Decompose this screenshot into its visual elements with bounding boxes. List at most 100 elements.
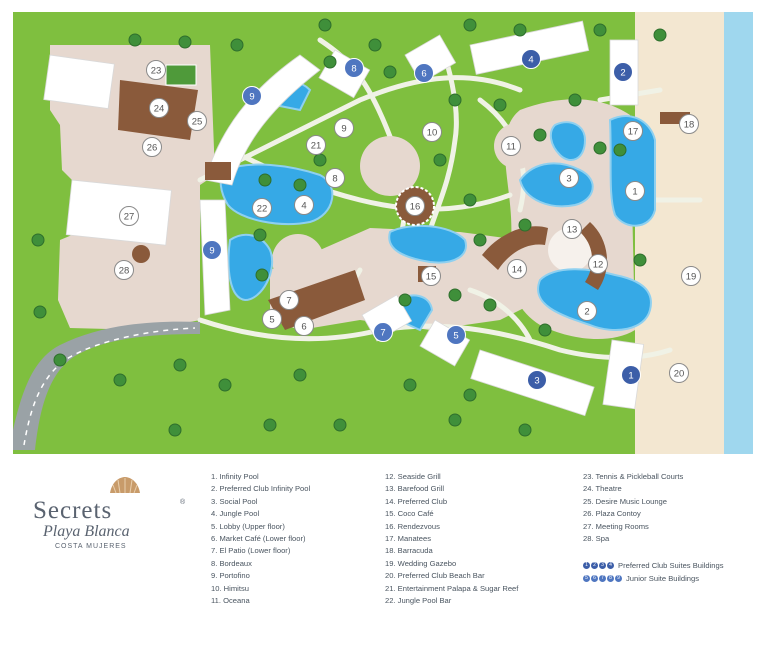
- venue-marker-22[interactable]: 22: [252, 198, 272, 218]
- venue-marker-19[interactable]: 19: [681, 266, 701, 286]
- venue-marker-5[interactable]: 5: [262, 309, 282, 329]
- legend-item: 24. Theatre: [583, 484, 622, 494]
- venue-marker-10[interactable]: 10: [422, 122, 442, 142]
- preferred-building-marker-3[interactable]: 3: [527, 370, 547, 390]
- venue-marker-number: 27: [124, 212, 135, 223]
- junior-key-label: Junior Suite Buildings: [626, 574, 700, 583]
- venue-marker-number: 6: [301, 322, 306, 333]
- junior-building-marker-circle: [242, 86, 262, 106]
- venue-marker-11[interactable]: 11: [501, 136, 521, 156]
- venue-marker-number: 24: [154, 104, 165, 115]
- venue-marker-circle: [306, 135, 326, 155]
- legend-item: 2. Preferred Club Infinity Pool: [211, 484, 311, 494]
- key-dot: 2: [591, 562, 598, 569]
- venue-marker-number: 23: [151, 66, 162, 77]
- venue-marker-20[interactable]: 20: [669, 363, 689, 383]
- venue-marker-3[interactable]: 3: [559, 168, 579, 188]
- preferred-key-label: Preferred Club Suites Buildings: [618, 561, 724, 570]
- venue-marker-circle: [294, 195, 314, 215]
- venue-marker-circle: [577, 301, 597, 321]
- venue-marker-23[interactable]: 23: [146, 60, 166, 80]
- venue-marker-15[interactable]: 15: [421, 266, 441, 286]
- venue-marker-4[interactable]: 4: [294, 195, 314, 215]
- legend-item: 17. Manatees: [385, 534, 432, 544]
- legend-item: 19. Wedding Gazebo: [385, 558, 457, 568]
- key-dot: 7: [599, 575, 606, 582]
- palm-tree-icon: [258, 173, 272, 187]
- preferred-building-marker-1[interactable]: 1: [621, 365, 641, 385]
- junior-building-marker-9[interactable]: 9: [242, 86, 262, 106]
- venue-marker-circle: [501, 136, 521, 156]
- palm-tree-icon: [538, 323, 552, 337]
- junior-building-marker-8[interactable]: 8: [344, 58, 364, 78]
- venue-marker-8[interactable]: 8: [325, 168, 345, 188]
- preferred-building-marker-circle: [613, 62, 633, 82]
- venue-marker-24[interactable]: 24: [149, 98, 169, 118]
- key-dot: 5: [583, 575, 590, 582]
- legend-item: 14. Preferred Club: [385, 496, 448, 506]
- junior-building-markers[interactable]: 5 6 7 8 9 9: [202, 58, 466, 345]
- preferred-building-marker-4[interactable]: 4: [521, 49, 541, 69]
- junior-building-marker-6[interactable]: 6: [414, 63, 434, 83]
- preferred-building-marker-circle: [527, 370, 547, 390]
- venue-marker-26[interactable]: 26: [142, 137, 162, 157]
- venue-marker-2[interactable]: 2: [577, 301, 597, 321]
- venue-marker-circle: [562, 219, 582, 239]
- venue-marker-17[interactable]: 17: [623, 121, 643, 141]
- junior-building-marker-7[interactable]: 7: [373, 322, 393, 342]
- tennis-court: [165, 64, 197, 86]
- palm-tree-icon: [218, 378, 232, 392]
- venue-marker-circle: [405, 196, 425, 216]
- junior-building-marker-number: 9: [249, 92, 254, 103]
- palm-tree-icon: [113, 373, 127, 387]
- venue-marker-9[interactable]: 9: [334, 118, 354, 138]
- venue-marker-number: 14: [512, 265, 523, 276]
- key-dot: 3: [599, 562, 606, 569]
- venue-marker-circle: [262, 309, 282, 329]
- venue-marker-18[interactable]: 18: [679, 114, 699, 134]
- venue-marker-14[interactable]: 14: [507, 259, 527, 279]
- venue-marker-number: 12: [593, 260, 604, 271]
- junior-building-marker-9[interactable]: 9: [202, 240, 222, 260]
- legend-item: 27. Meeting Rooms: [583, 521, 649, 531]
- legend-item: 13. Barefood Grill: [385, 484, 445, 494]
- venue-marker-number: 2: [584, 307, 589, 318]
- venue-marker-circle: [334, 118, 354, 138]
- palm-tree-icon: [518, 218, 532, 232]
- palm-tree-icon: [293, 178, 307, 192]
- venue-marker-circle: [279, 290, 299, 310]
- venue-marker-number: 19: [686, 272, 697, 283]
- venue-marker-27[interactable]: 27: [119, 206, 139, 226]
- preferred-building-marker-2[interactable]: 2: [613, 62, 633, 82]
- palm-tree-icon: [593, 141, 607, 155]
- venue-marker-7[interactable]: 7: [279, 290, 299, 310]
- venue-marker-28[interactable]: 28: [114, 260, 134, 280]
- venue-marker-circle: [325, 168, 345, 188]
- venue-marker-circle: [119, 206, 139, 226]
- legend-item: 8. Bordeaux: [211, 558, 252, 568]
- junior-building-marker-circle: [344, 58, 364, 78]
- venue-marker-12[interactable]: 12: [588, 254, 608, 274]
- palm-tree-icon: [613, 143, 627, 157]
- venue-marker-25[interactable]: 25: [187, 111, 207, 131]
- venue-marker-16[interactable]: 16: [405, 196, 425, 216]
- venue-marker-circle: [421, 266, 441, 286]
- venue-marker-6[interactable]: 6: [294, 316, 314, 336]
- palm-tree-icon: [173, 358, 187, 372]
- venue-marker-1[interactable]: 1: [625, 181, 645, 201]
- legend-item: 23. Tennis & Pickleball Courts: [583, 472, 684, 481]
- preferred-building-marker-number: 3: [534, 376, 539, 387]
- venue-marker-13[interactable]: 13: [562, 219, 582, 239]
- legend-item: 10. Himitsu: [211, 583, 249, 593]
- venue-marker-circle: [149, 98, 169, 118]
- venue-marker-circle: [187, 111, 207, 131]
- venue-marker-21[interactable]: 21: [306, 135, 326, 155]
- legend-item: 16. Rendezvous: [385, 521, 440, 531]
- legend-item: 7. El Patio (Lower floor): [211, 546, 291, 556]
- venue-marker-circle: [623, 121, 643, 141]
- venue-marker-number: 28: [119, 266, 130, 277]
- junior-building-marker-5[interactable]: 5: [446, 325, 466, 345]
